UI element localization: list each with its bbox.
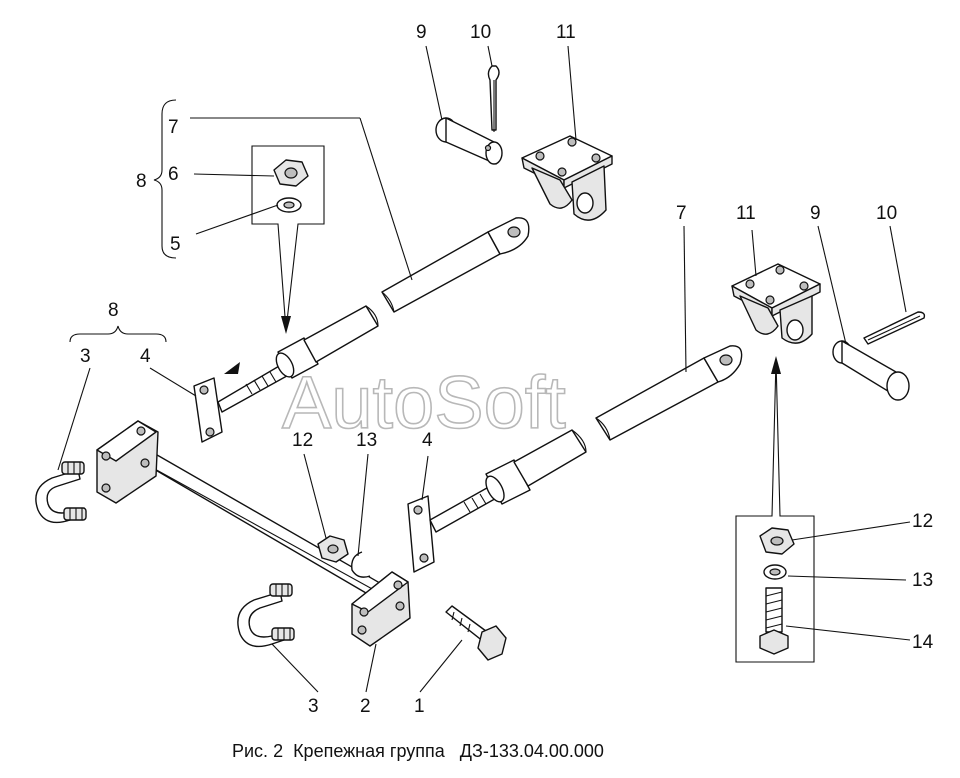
callout-1: 1 [414, 696, 425, 717]
leader-lines [57, 45, 911, 693]
callout-13-right: 13 [912, 570, 933, 591]
right-flange-plate [351, 571, 411, 647]
callout-2: 2 [360, 696, 371, 717]
callout-3-left: 3 [80, 346, 91, 367]
arrow-head-rod [224, 362, 240, 374]
brace-group-8-top [153, 99, 177, 259]
callout-7-top: 7 [168, 117, 179, 138]
callout-3-bottom: 3 [308, 696, 319, 717]
callout-4-left: 4 [140, 346, 151, 367]
cotter-pin-10-right [863, 311, 926, 345]
callout-12-middle: 12 [292, 430, 313, 451]
callout-11-right: 11 [736, 203, 756, 224]
upper-rod-left [193, 305, 379, 443]
bolt-1 [445, 605, 507, 661]
callout-10-top: 10 [470, 22, 491, 43]
callout-8-left: 8 [108, 300, 119, 321]
callout-10-right: 10 [876, 203, 897, 224]
detail-box-right [735, 359, 815, 663]
callout-5: 5 [170, 234, 181, 255]
callout-12-right: 12 [912, 511, 933, 532]
u-bolt-left [35, 461, 87, 524]
detail-box-left [251, 145, 325, 331]
callout-8-top: 8 [136, 171, 147, 192]
callout-13-middle: 13 [356, 430, 377, 451]
callout-11-top: 11 [556, 22, 576, 43]
pin-9-right [832, 340, 910, 401]
figure-caption: Рис. 2 Крепежная группа ДЗ-133.04.00.000 [232, 741, 604, 761]
arrow-head-left [281, 316, 291, 334]
pin-9-top [435, 117, 503, 165]
lower-rod-right [595, 345, 743, 441]
callout-9-top: 9 [416, 22, 427, 43]
callout-7-right: 7 [676, 203, 687, 224]
bracket-11-right [731, 263, 821, 344]
cotter-pin-10-top [487, 65, 500, 132]
arrow-head-right [771, 356, 781, 374]
u-bolt-bottom [237, 583, 295, 648]
callout-14: 14 [912, 632, 934, 653]
callout-4-middle: 4 [422, 430, 433, 451]
cross-tube [117, 439, 393, 601]
brace-group-8-left [69, 325, 167, 343]
lock-washer-13-middle [351, 551, 371, 578]
nut-12-middle [317, 535, 349, 563]
left-flange-plate [96, 420, 159, 504]
watermark: AutoSoft [282, 361, 566, 444]
bracket-11-top [521, 135, 613, 221]
callout-6: 6 [168, 164, 179, 185]
upper-rod-right [381, 217, 530, 313]
callout-9-right: 9 [810, 203, 821, 224]
lower-rod-left [407, 429, 587, 573]
